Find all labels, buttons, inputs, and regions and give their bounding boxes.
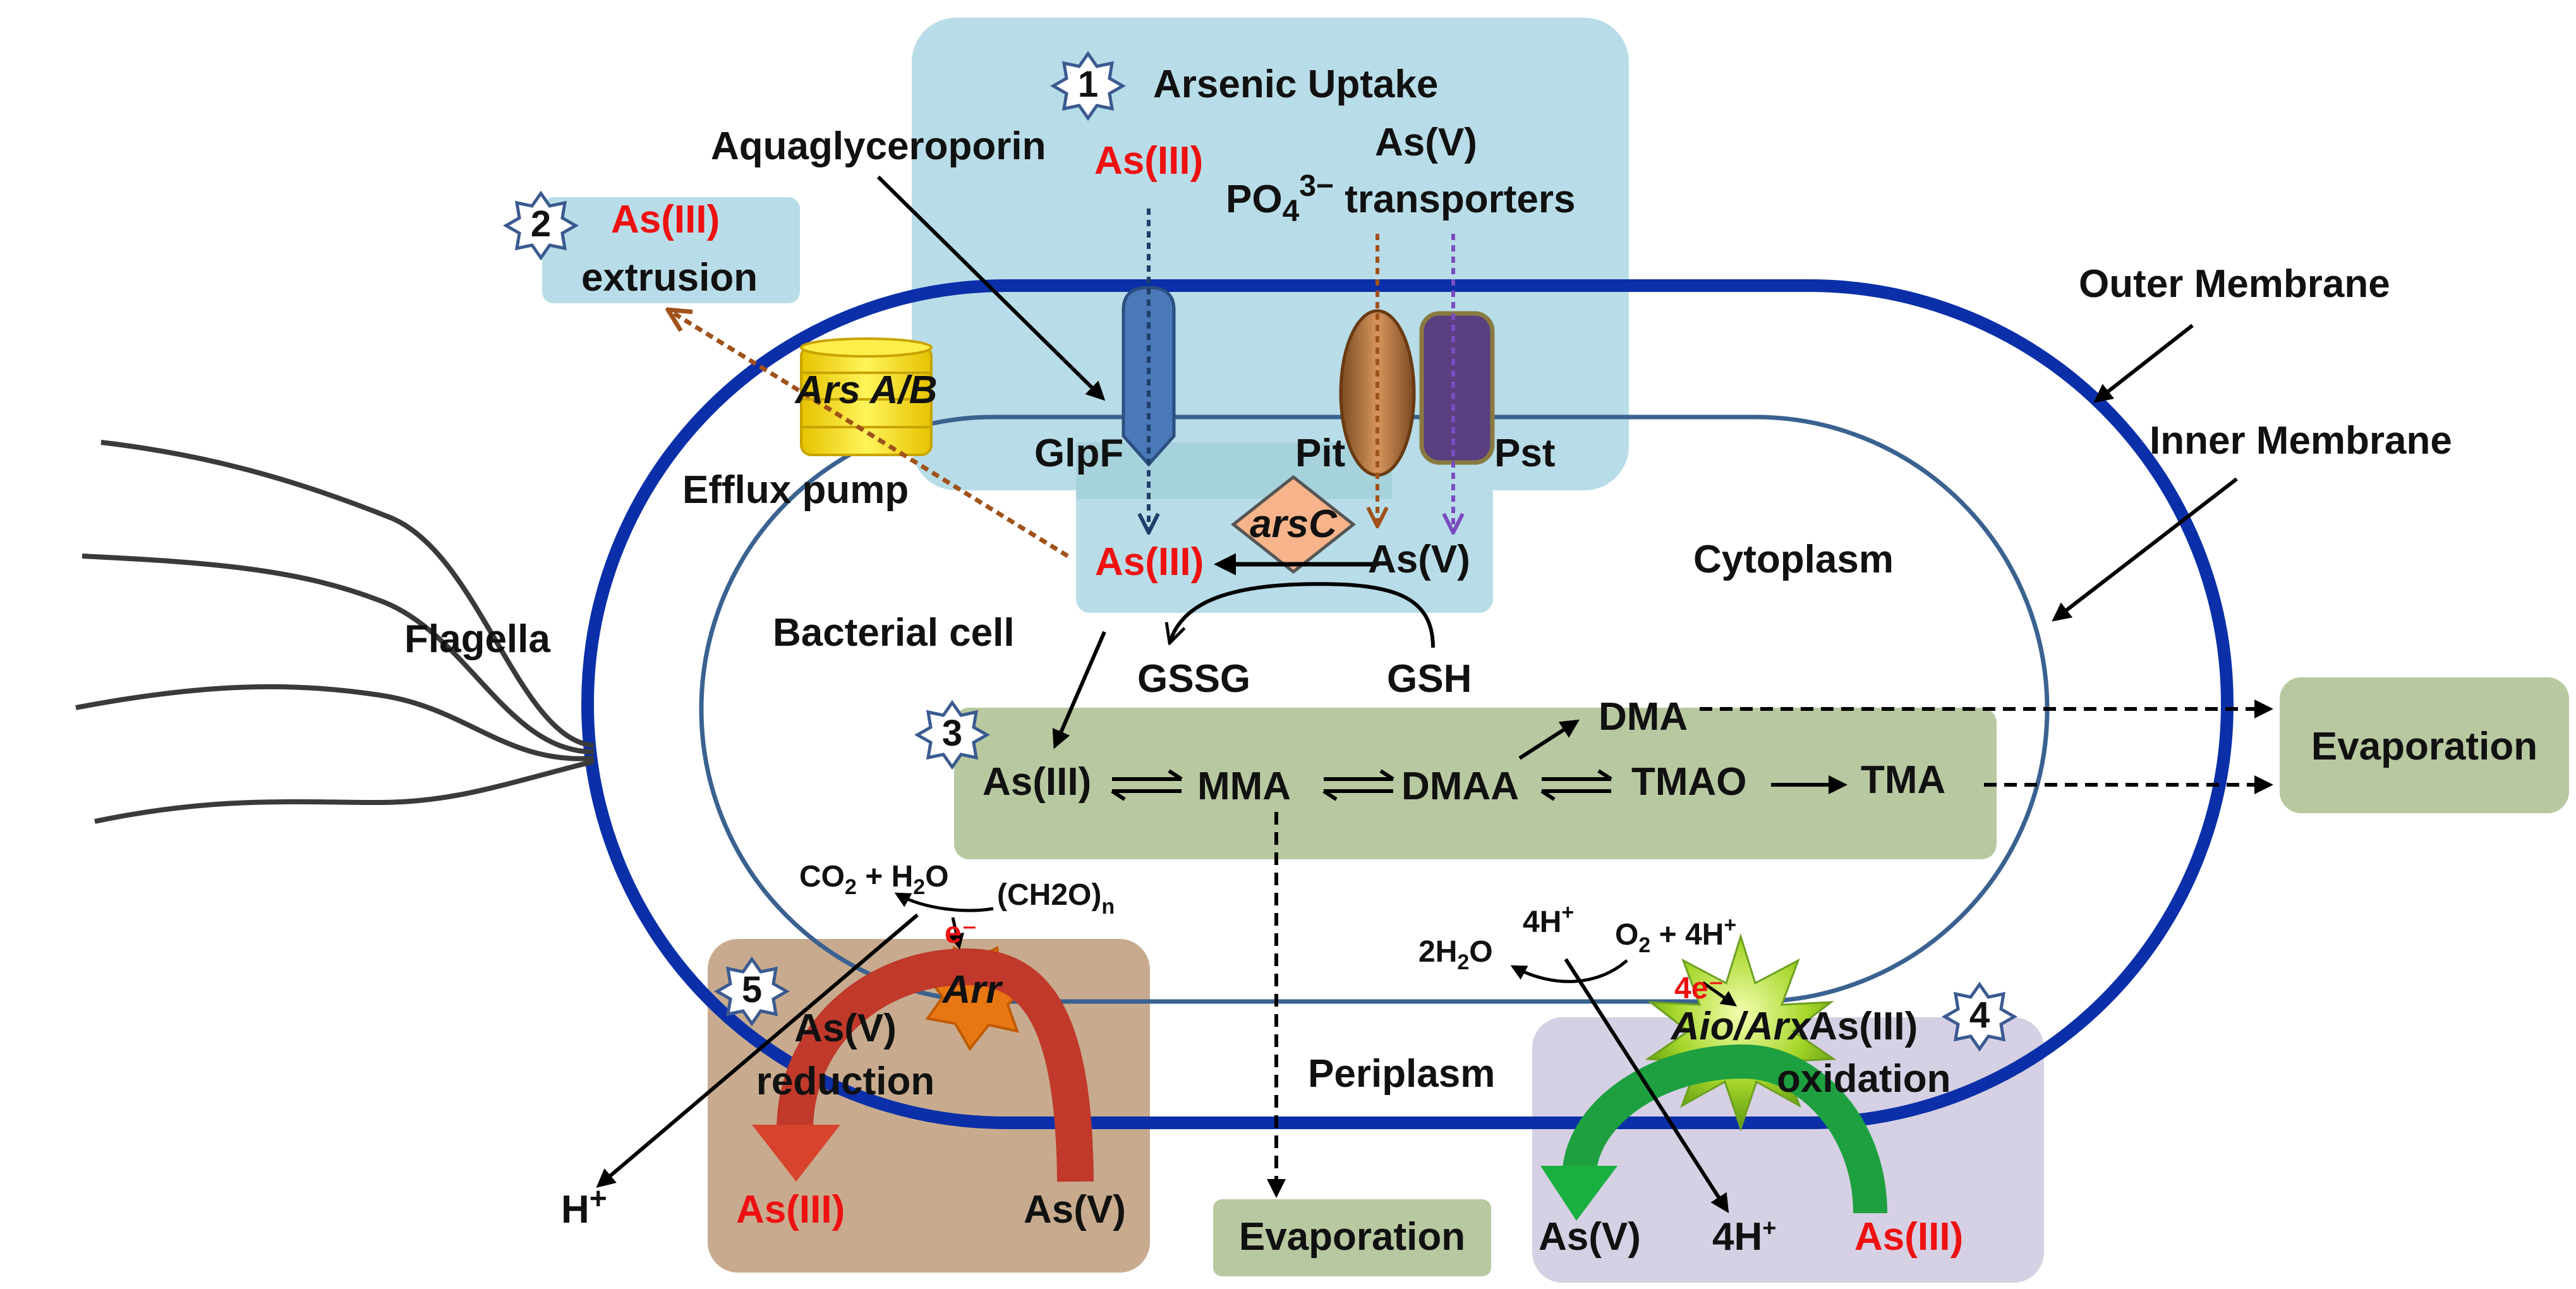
methylation-box [954,708,1997,859]
mma-label: MMA [1197,765,1291,808]
gsh-label: GSH [1387,657,1472,701]
badge-5-text: 5 [742,969,762,1010]
inner-membrane-pointer [2052,477,2238,622]
badge-3-text: 3 [942,713,962,754]
uptake-as3-label: As(III) [1094,139,1203,183]
flagellum-4 [94,759,595,824]
cyto-as3-label: As(III) [1095,540,1204,584]
cyto-as5-label: As(V) [1368,538,1470,581]
badge-2-text: 2 [531,203,551,245]
arsc-overlap-box [1076,442,1392,499]
inner-membrane-label: Inner Membrane [2150,419,2452,463]
o2-to-4h-arrow [1564,958,1729,1214]
uptake-as5-label: As(V) [1375,121,1477,164]
oxidation-label: oxidation [1777,1057,1951,1101]
badge-4-text: 4 [1969,995,1990,1036]
extrusion-label: extrusion [581,256,758,300]
oxidation-as3-bottom-label: As(III) [1854,1215,1963,1259]
badge-4: 4 [1941,981,2018,1052]
badge-2: 2 [502,190,579,261]
evaporation-right-label: Evaporation [2311,725,2537,768]
outer-membrane-pointer [2093,324,2194,403]
ars-ab-efflux-pump [800,337,933,456]
extrusion-arrow [670,311,1069,558]
badge-5: 5 [713,956,790,1027]
dma-label: DMA [1599,695,1688,739]
flagellum-1 [100,440,595,748]
co2-h2o-label: CO2 + H2O [799,860,949,899]
cytoplasm-label: Cytoplasm [1693,538,1894,581]
reduction-as5-label: As(V) [1024,1188,1126,1232]
ch2o-to-h-arrow [596,913,919,1188]
e-arrow [948,917,964,950]
dmaa-label: DMAA [1401,765,1519,808]
evaporation-bottom-label: Evaporation [1239,1215,1465,1259]
pit-label: Pit [1295,432,1345,475]
pst-label: Pst [1494,432,1555,475]
flagellum-3 [75,684,595,761]
reduction-curve-arrow [777,948,1094,1182]
aquaglyceroporin-arrow [876,175,1106,401]
aquaglyceroporin-label: Aquaglyceroporin [711,124,1046,168]
glpf-label: GlpF [1034,432,1123,475]
outer-membrane-label: Outer Membrane [2079,262,2390,306]
arsenic-uptake-title: Arsenic Uptake [1153,63,1438,106]
h-plus-label: H+ [561,1182,607,1232]
evaporation-right-box [2280,677,2569,813]
badge-3: 3 [914,699,991,770]
oxidation-as5-label: As(V) [1539,1215,1641,1259]
arsc-label: arsC [1250,502,1338,546]
glpf-channel [1122,286,1176,467]
as5-reduction-label-2: reduction [756,1060,934,1103]
four-h-top-label: 4H+ [1523,900,1574,939]
o2-label: O2 + 4H+ [1615,913,1736,957]
dmaa-to-dma-arrow [1518,719,1580,760]
aio-arx-label: Aio/Arx [1670,1005,1812,1048]
four-e-label: 4e⁻ [1674,972,1724,1005]
oxidation-arrowhead [1540,1166,1618,1221]
reduction-as3-label: As(III) [736,1188,845,1232]
water-curve-arrow [1510,959,1628,983]
four-h-bottom-label: 4H+ [1712,1215,1776,1259]
tma-label: TMA [1861,758,1945,802]
outer-membrane [581,279,2234,1129]
periplasm-label: Periplasm [1308,1052,1495,1096]
arsc-enzyme [1230,475,1357,574]
extrusion-box [542,197,800,303]
equilibrium-arrows [1111,769,1612,801]
flagellum-2 [82,554,595,754]
e-minus-label: e⁻ [945,916,977,950]
two-h2o-label: 2H2O [1418,935,1493,974]
as5-reduction-label-1: As(V) [794,1007,897,1050]
evaporation-bottom-box [1213,1199,1491,1276]
ars-ab-label: Ars A/B [794,368,937,412]
arr-label: Arr [941,968,1003,1012]
badge-1: 1 [1049,51,1127,121]
ch2o-label: (CH2O)n [997,878,1115,919]
oxidation-curve-arrow [1563,1044,1887,1214]
transporters-label: PO43− transporters [1226,169,1575,228]
efflux-pump-label: Efflux pump [682,468,909,512]
bacterial-cell-label: Bacterial cell [773,611,1015,655]
four-e-arrow [1702,981,1738,1007]
co2-curve-arrow [894,892,994,912]
flagella-label: Flagella [404,617,550,661]
reduction-arrowhead [752,1125,840,1182]
tmao-label: TMAO [1631,760,1747,804]
methyl-as3-label: As(III) [983,760,1091,804]
gssg-label: GSSG [1137,657,1250,701]
oxidation-as3-label: As(III) [1809,1005,1918,1048]
pst-transporter [1419,311,1495,465]
as3-to-methylation-arrow [1052,631,1106,749]
badge-1-text: 1 [1078,64,1098,105]
extrusion-as3-label: As(III) [611,198,720,241]
gsh-gssg-curve-arrow [1170,582,1435,648]
